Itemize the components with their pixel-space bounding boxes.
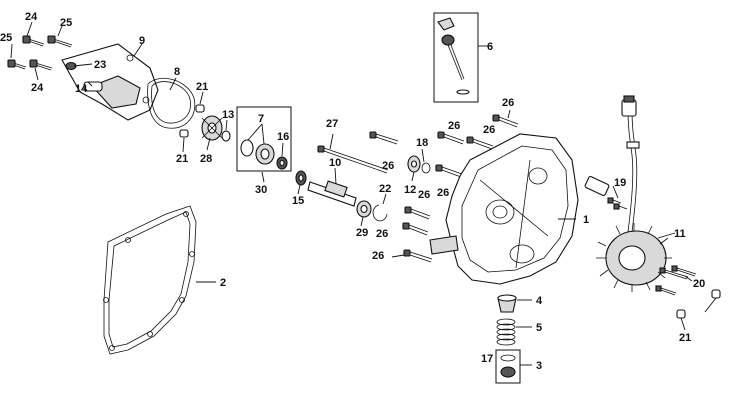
filter-kit-box [495,349,521,384]
stator-11 [596,223,672,292]
callout-numbers: 1 2 3 4 5 6 7 8 9 10 11 12 13 14 15 16 1… [0,11,705,372]
callout-6: 6 [487,41,493,53]
callout-29: 29 [356,227,368,239]
callout-21-upper: 21 [196,81,208,93]
bolts-20 [655,265,697,296]
callout-13: 13 [222,109,234,121]
callout-15: 15 [292,195,304,207]
callout-21-right: 21 [679,332,691,344]
callout-27: 27 [326,118,338,130]
callout-26-a: 26 [502,97,514,109]
circlip-22 [372,204,388,222]
water-pump-cover [61,43,159,121]
callout-17: 17 [481,353,493,365]
bolt-25-upper [47,35,73,48]
callout-18: 18 [416,137,428,149]
pump-shaft-10 [307,180,357,207]
stator-wiring [621,95,640,233]
callout-20: 20 [693,278,705,290]
callout-21-lower: 21 [176,153,188,165]
callout-26-f: 26 [437,187,449,199]
callout-11: 11 [674,228,686,240]
callout-10: 10 [329,157,341,169]
callout-24-lower: 24 [31,82,44,94]
bolt-24-upper [22,35,45,47]
bolt-24-lower [29,59,53,71]
filter-kit-parts [500,354,516,378]
cover-gasket-2 [103,205,197,355]
callout-14: 14 [75,83,88,95]
callout-22: 22 [379,183,391,195]
callout-26-h: 26 [372,250,384,262]
callout-7: 7 [258,113,264,125]
leader-lines [10,21,717,366]
crankcase-cover [429,133,579,285]
oil-dipstick-6 [437,17,470,95]
dowel-21-lower [179,129,189,138]
callout-26-d: 26 [382,160,394,172]
callout-25-upper: 25 [60,17,72,29]
bolts-19 [607,197,628,210]
dowel-21-upper [195,104,205,113]
bearing-29 [356,200,372,218]
callout-9: 9 [139,35,145,47]
callout-12: 12 [404,184,416,196]
callout-1: 1 [583,214,589,226]
callout-5: 5 [536,322,542,334]
spring-5 [496,318,516,346]
seal-kit-parts [240,139,288,170]
callout-16: 16 [277,131,289,143]
seal-15 [295,170,307,186]
callout-26-g: 26 [376,228,388,240]
callout-30: 30 [255,184,267,196]
pickup-coil-19 [584,176,610,196]
callout-2: 2 [220,277,226,289]
callout-19: 19 [614,177,626,189]
callout-26-e: 26 [418,189,430,201]
callout-26-b: 26 [448,120,460,132]
filter-cap-4 [497,294,517,313]
callout-8: 8 [174,66,180,78]
callout-4: 4 [536,295,543,307]
bolt-25-lower [7,59,27,70]
callout-3: 3 [536,360,542,372]
callout-24-upper: 24 [25,11,38,23]
o-ring-18 [421,162,431,174]
oil-seal-12 [407,155,421,173]
impeller-28 [201,115,223,141]
seal-kit-box [236,106,292,172]
washer-13 [221,130,231,142]
dipstick-box [433,12,479,103]
dowels-21-right [676,289,721,319]
long-bolt-27 [317,145,389,174]
callout-26-c: 26 [483,124,495,136]
callout-25-left: 25 [0,32,12,44]
callout-28: 28 [200,153,212,165]
callout-23: 23 [94,59,106,71]
bolts-26-group [369,114,519,263]
